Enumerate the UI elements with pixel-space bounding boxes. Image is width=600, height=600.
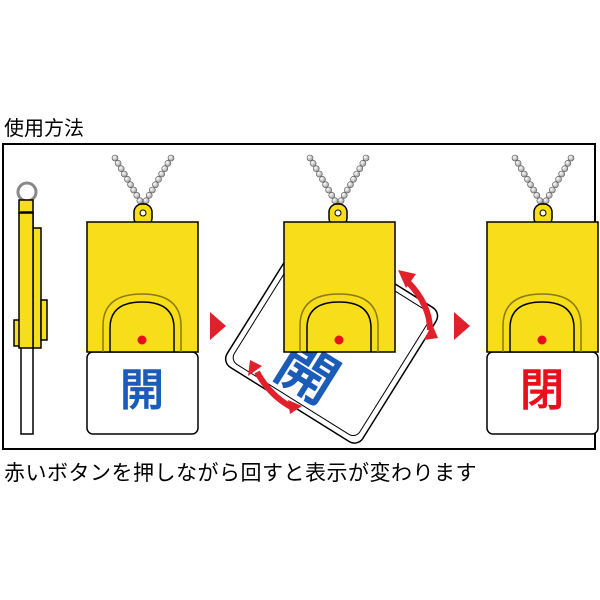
chain-bead — [312, 165, 320, 172]
chain-bead — [152, 181, 159, 188]
chain-bead — [533, 192, 541, 199]
chain-bead — [161, 165, 169, 172]
key-ring-icon — [16, 181, 38, 203]
tag-panel-1: 開 — [86, 154, 199, 435]
chain-bead — [353, 170, 360, 178]
chain-bead — [514, 160, 522, 167]
chain-bead — [316, 170, 323, 178]
chain-bead — [344, 186, 351, 194]
chain-bead — [114, 160, 122, 167]
chain-bead — [117, 165, 125, 172]
chain-bead — [130, 186, 137, 194]
chain-bead — [145, 192, 153, 199]
next-step-arrow-icon-2 — [454, 312, 470, 340]
chain-bead — [521, 170, 528, 178]
ball-chain — [111, 154, 175, 210]
chain-bead — [517, 165, 525, 172]
chain-bead — [350, 176, 357, 183]
side-view-tag — [13, 181, 48, 435]
chain-bead — [552, 181, 559, 188]
chain-bead — [167, 154, 175, 162]
red-button — [137, 335, 147, 345]
closed-label: 閉 — [520, 365, 564, 416]
chain-bead — [564, 160, 572, 167]
chain-bead — [331, 197, 339, 204]
next-step-arrow-icon — [210, 312, 226, 340]
tag-panel-3: 閉 — [486, 154, 599, 435]
chain-bead — [133, 192, 141, 199]
chain-bead — [549, 186, 556, 194]
chain-bead — [545, 192, 553, 199]
chain-bead — [142, 197, 150, 204]
instruction-caption: 赤いボタンを押しながら回すと表示が変わります — [4, 461, 477, 485]
chain-bead — [340, 192, 348, 199]
chain-bead — [309, 160, 317, 167]
chain-bead — [527, 181, 534, 188]
open-label: 開 — [120, 365, 164, 416]
chain-bead — [322, 181, 329, 188]
yellow-holder — [86, 221, 199, 353]
chain-bead — [136, 197, 144, 204]
chain-bead — [561, 165, 569, 172]
chain-bead — [306, 154, 314, 162]
chain-bead — [319, 176, 326, 183]
chain-bead — [558, 170, 565, 178]
chain-bead — [356, 165, 364, 172]
chain-bead — [121, 170, 128, 178]
chain-bead — [164, 160, 172, 167]
chain-bead — [127, 181, 134, 188]
chain-bead — [328, 192, 336, 199]
chain-bead — [158, 170, 165, 178]
chain-bead — [149, 186, 156, 194]
usage-title: 使用方法 — [4, 116, 84, 140]
chain-bead — [155, 176, 162, 183]
chain-bead — [567, 154, 575, 162]
chain-bead — [337, 197, 345, 204]
chain-bead — [124, 176, 131, 183]
chain-bead — [362, 154, 370, 162]
chain-bead — [530, 186, 537, 194]
chain-bead — [511, 154, 519, 162]
chain-bead — [555, 176, 562, 183]
chain-bead — [347, 181, 354, 188]
chain-bead — [111, 154, 119, 162]
chain-bead — [524, 176, 531, 183]
chain-bead — [542, 197, 550, 204]
chain-bead — [359, 160, 367, 167]
tag-panel-2: 開 閉 — [224, 154, 439, 444]
chain-bead — [536, 197, 544, 204]
chain-bead — [325, 186, 332, 194]
